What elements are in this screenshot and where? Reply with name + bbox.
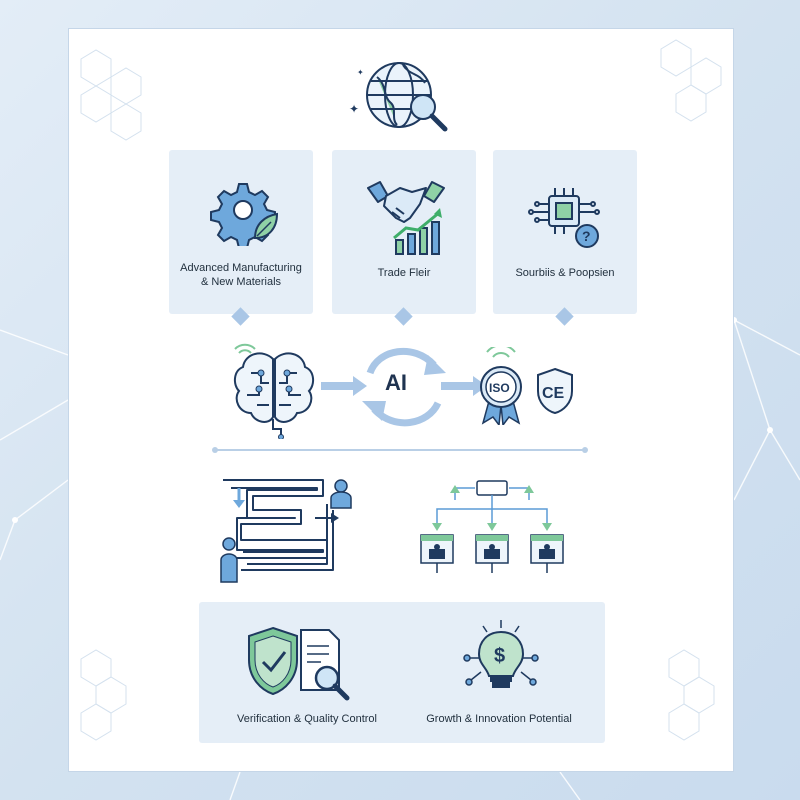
ai-brain-icon [233,343,315,439]
category-label-manufacturing: Advanced Manufacturing & New Materials [180,262,302,288]
svg-text:ISO: ISO [489,381,510,395]
gear-leaf-icon [210,183,279,246]
ce-mark-icon: CE [537,367,573,415]
category-box-trade: Trade Fleir [332,150,476,314]
svg-text:✦: ✦ [349,102,359,116]
divider-dot [212,447,218,453]
chip-question-icon: ? [528,188,600,248]
ai-cycle-arrows-icon [362,347,446,427]
category-label-sourcing: Sourbiis & Poopsien [515,267,615,279]
card-hex-decoration [80,39,722,741]
divider-dot [582,447,588,453]
distribution-network-icon [420,480,564,573]
category-label-trade: Trade Fleir [377,267,431,279]
maze-path-icon [220,479,352,583]
section-divider [215,449,585,451]
svg-text:?: ? [582,228,591,244]
globe-search-icon: ✦ ✦ [349,62,448,132]
iso-badge-icon: ISO [480,347,522,425]
svg-text:✦: ✦ [357,68,364,77]
svg-text:CE: CE [542,385,565,402]
ai-label: AI [385,370,407,395]
category-box-sourcing: ? Sourbiis & Poopsien [493,150,637,314]
outcome-label-verification: Verification & Quality Control [236,713,377,725]
category-box-manufacturing: Advanced Manufacturing & New Materials [169,150,313,314]
arrow-right-icon [321,376,367,396]
shield-document-icon [248,626,350,701]
outcomes-panel: Verification & Quality Control $ Growth … [199,602,605,743]
handshake-growth-icon [367,181,445,255]
infographic-card: ✦ ✦ Advanced Manufacturing & New Materia… [68,28,734,772]
outcome-label-growth: Growth & Innovation Potential [426,713,572,725]
svg-text:$: $ [494,645,505,667]
arrow-right-icon [441,376,487,396]
lightbulb-dollar-icon: $ [463,620,539,688]
